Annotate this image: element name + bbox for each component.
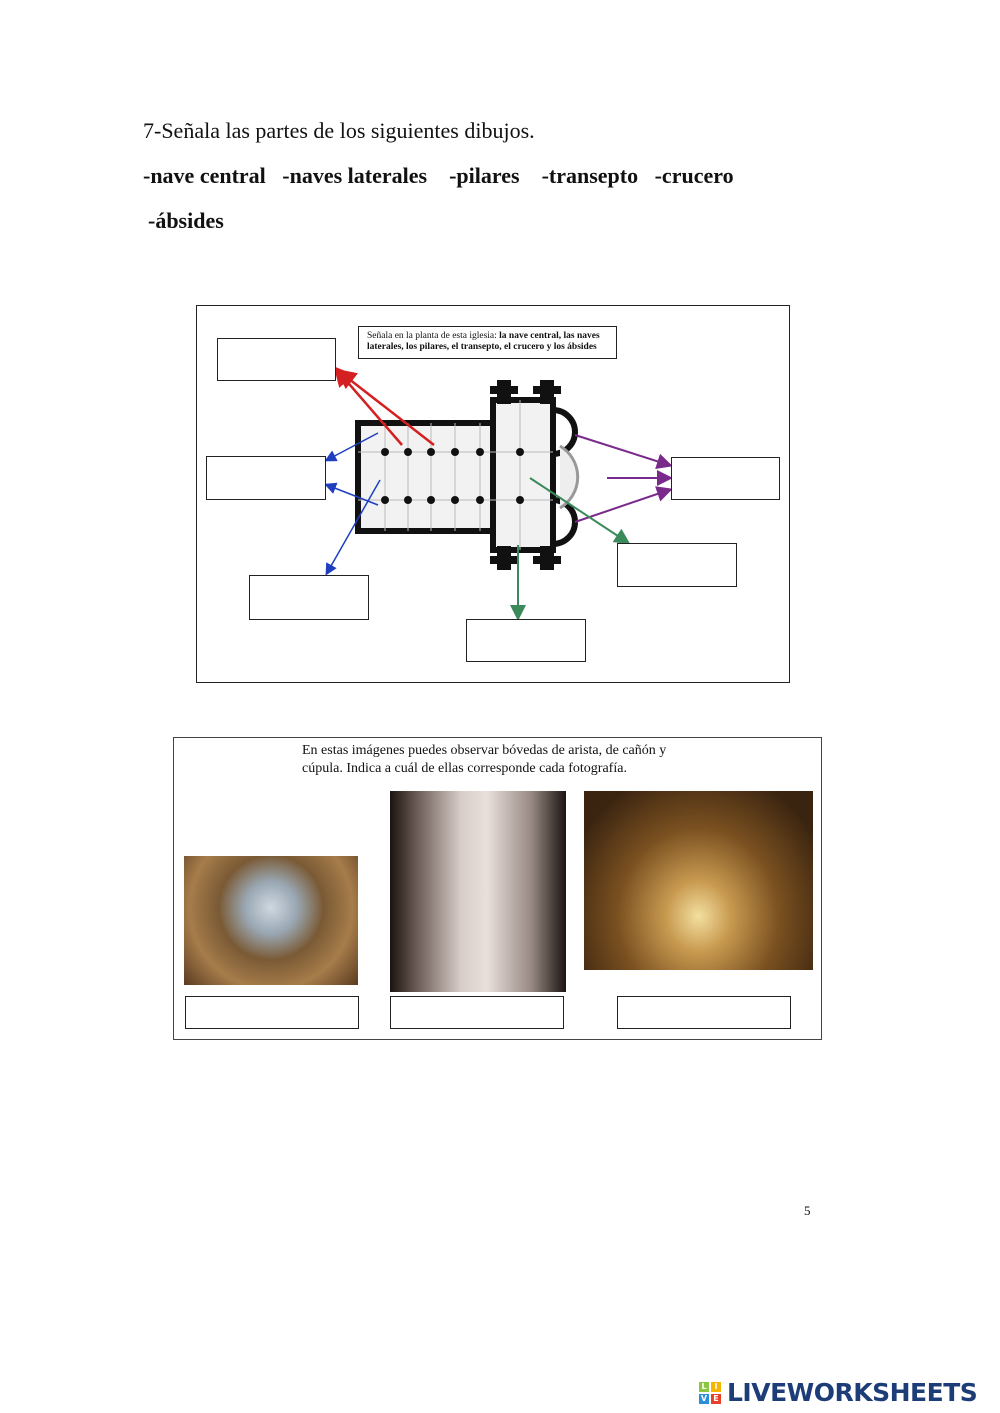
answer-box-nave-2[interactable] xyxy=(206,456,326,500)
vaults-instructions: En estas imágenes puedes observar bóveda… xyxy=(302,743,667,776)
answer-box-nave-3[interactable] xyxy=(249,575,369,620)
plan-instructions: Señala en la planta de esta iglesia: la … xyxy=(358,326,617,359)
answer-box-photo-2[interactable] xyxy=(390,996,564,1029)
arrows xyxy=(324,366,673,621)
answer-box-transept[interactable] xyxy=(466,619,586,662)
caption-text: Señala en la planta de esta iglesia: xyxy=(367,331,500,341)
logo-text: LIVEWORKSHEETS xyxy=(727,1378,978,1407)
vaults-frame xyxy=(173,737,822,1040)
page-number: 5 xyxy=(804,1203,811,1218)
terms-list: -nave central -naves laterales -pilares … xyxy=(143,163,734,188)
question-title: 7-Señala las partes de los siguientes di… xyxy=(143,118,535,143)
church-floor-plan xyxy=(324,366,673,621)
answer-box-nave-1[interactable] xyxy=(217,338,336,381)
answer-box-apses[interactable] xyxy=(671,457,780,500)
logo-letter: L xyxy=(699,1381,709,1392)
terms-list-continued: -ábsides xyxy=(148,208,224,233)
answer-box-crossing[interactable] xyxy=(617,543,737,587)
logo-letter: E xyxy=(711,1393,721,1404)
transept-buttresses xyxy=(490,380,561,570)
barrel-vault-photo xyxy=(584,791,813,970)
answer-box-photo-3[interactable] xyxy=(617,996,791,1029)
logo-letter: I xyxy=(711,1381,721,1392)
answer-box-photo-1[interactable] xyxy=(185,996,359,1029)
caption-bold-text: la nave central, las naves laterales, lo… xyxy=(367,331,600,352)
plan-walls xyxy=(355,397,578,553)
logo-letter: V xyxy=(699,1393,709,1404)
floor-plan-frame xyxy=(196,305,790,683)
groin-vault-photo xyxy=(390,791,566,992)
pillars xyxy=(381,448,524,504)
dome-photo xyxy=(184,856,358,985)
